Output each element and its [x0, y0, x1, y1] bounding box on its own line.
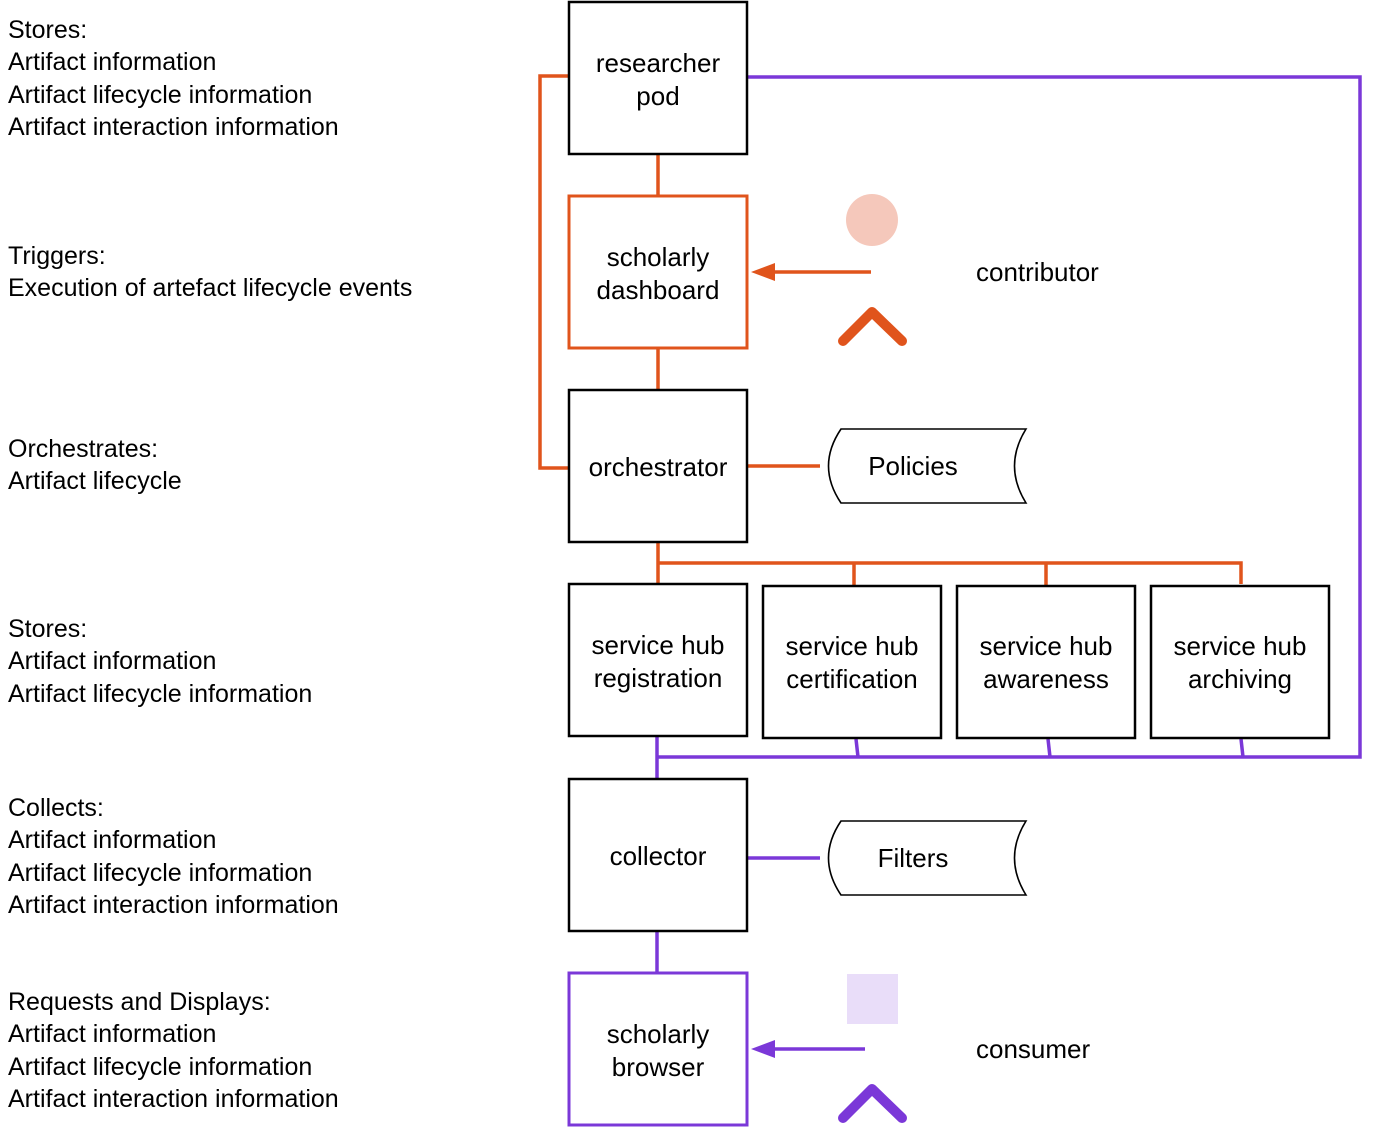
- annotation-line: Artifact lifecycle information: [8, 80, 313, 109]
- annotation-line: Artifact interaction information: [8, 891, 339, 920]
- hub-certification-box: [761, 584, 943, 740]
- consumer-actor-icon: [826, 974, 919, 1123]
- filters-store-shape: [827, 820, 1028, 896]
- orchestrator-label: orchestrator: [589, 452, 728, 482]
- policies-store-shape: [827, 428, 1028, 504]
- hub-awareness-box: [955, 584, 1137, 740]
- pod-annotation: Stores: Artifact information Artifact li…: [8, 14, 339, 144]
- scholarly-browser-label-line2: browser: [612, 1052, 705, 1082]
- scholarly-browser-box: [567, 971, 749, 1127]
- collector-label: collector: [610, 841, 707, 871]
- scholarly-dashboard-label-line1: scholarly: [607, 242, 710, 272]
- annotation-line: Orchestrates:: [8, 435, 159, 463]
- pod-collector-connector: [657, 75, 1362, 759]
- orchestrator-annotation: Orchestrates: Artifact lifecycle: [8, 433, 182, 498]
- hub-awareness-label-line2: awareness: [983, 664, 1109, 694]
- consumer-label: consumer: [976, 1034, 1090, 1064]
- annotation-line: Artifact information: [8, 826, 217, 855]
- scholarly-dashboard-box: [567, 194, 749, 350]
- hubs-collector-connector: [655, 737, 1245, 778]
- annotation-line: Stores:: [8, 615, 88, 643]
- annotation-line: Artifact information: [8, 48, 217, 77]
- annotation-line: Execution of artefact lifecycle events: [8, 274, 413, 303]
- hub-archiving-box: [1149, 584, 1331, 740]
- annotation-line: Collects:: [8, 794, 104, 822]
- annotation-line: Artifact lifecycle: [8, 467, 182, 496]
- hub-registration-label-line1: service hub: [592, 630, 725, 660]
- policies-label: Policies: [868, 451, 958, 481]
- researcher-pod-box: [567, 0, 749, 156]
- hub-awareness-label-line1: service hub: [980, 631, 1113, 661]
- pod-orchestrator-connector: [538, 74, 569, 470]
- browser-annotation: Requests and Displays: Artifact informat…: [8, 986, 339, 1116]
- scholarly-dashboard-label-line2: dashboard: [597, 275, 720, 305]
- annotation-line: Artifact information: [8, 1020, 217, 1049]
- contributor-label: contributor: [976, 257, 1099, 287]
- contributor-flow-connectors: [538, 74, 1243, 585]
- hub-certification-label-line2: certification: [786, 664, 918, 694]
- consumer-arrowhead-icon: [751, 1040, 775, 1058]
- annotation-line: Artifact lifecycle information: [8, 858, 313, 887]
- annotation-line: Artifact interaction information: [8, 1085, 339, 1114]
- annotation-line: Stores:: [8, 16, 88, 44]
- orchestrator-box: [567, 388, 749, 544]
- researcher-pod-label-line1: researcher: [596, 48, 721, 78]
- orchestrator-hubs-connector: [656, 542, 1243, 585]
- hub-archiving-label-line2: archiving: [1188, 664, 1292, 694]
- hub-registration-label-line2: registration: [594, 663, 723, 693]
- scholarly-browser-label-line1: scholarly: [607, 1019, 710, 1049]
- annotation-line: Artifact lifecycle information: [8, 1052, 313, 1081]
- annotation-line: Artifact information: [8, 647, 217, 676]
- hub-registration-box: [567, 582, 749, 738]
- collector-box: [567, 777, 749, 933]
- annotation-line: Triggers:: [8, 242, 106, 270]
- researcher-pod-label-line2: pod: [636, 81, 679, 111]
- consumer-flow-connectors: [655, 75, 1362, 1051]
- hubs-annotation: Stores: Artifact information Artifact li…: [8, 613, 312, 710]
- contributor-arrowhead-icon: [751, 263, 775, 281]
- annotation-line: Requests and Displays:: [8, 988, 271, 1016]
- annotation-line: Artifact interaction information: [8, 113, 339, 142]
- hub-certification-label-line1: service hub: [786, 631, 919, 661]
- contributor-actor-icon: [826, 194, 919, 346]
- annotation-line: Artifact lifecycle information: [8, 679, 313, 708]
- collector-annotation: Collects: Artifact information Artifact …: [8, 792, 339, 922]
- hub-archiving-label-line1: service hub: [1174, 631, 1307, 661]
- dashboard-annotation: Triggers: Execution of artefact lifecycl…: [8, 240, 412, 305]
- filters-label: Filters: [878, 843, 949, 873]
